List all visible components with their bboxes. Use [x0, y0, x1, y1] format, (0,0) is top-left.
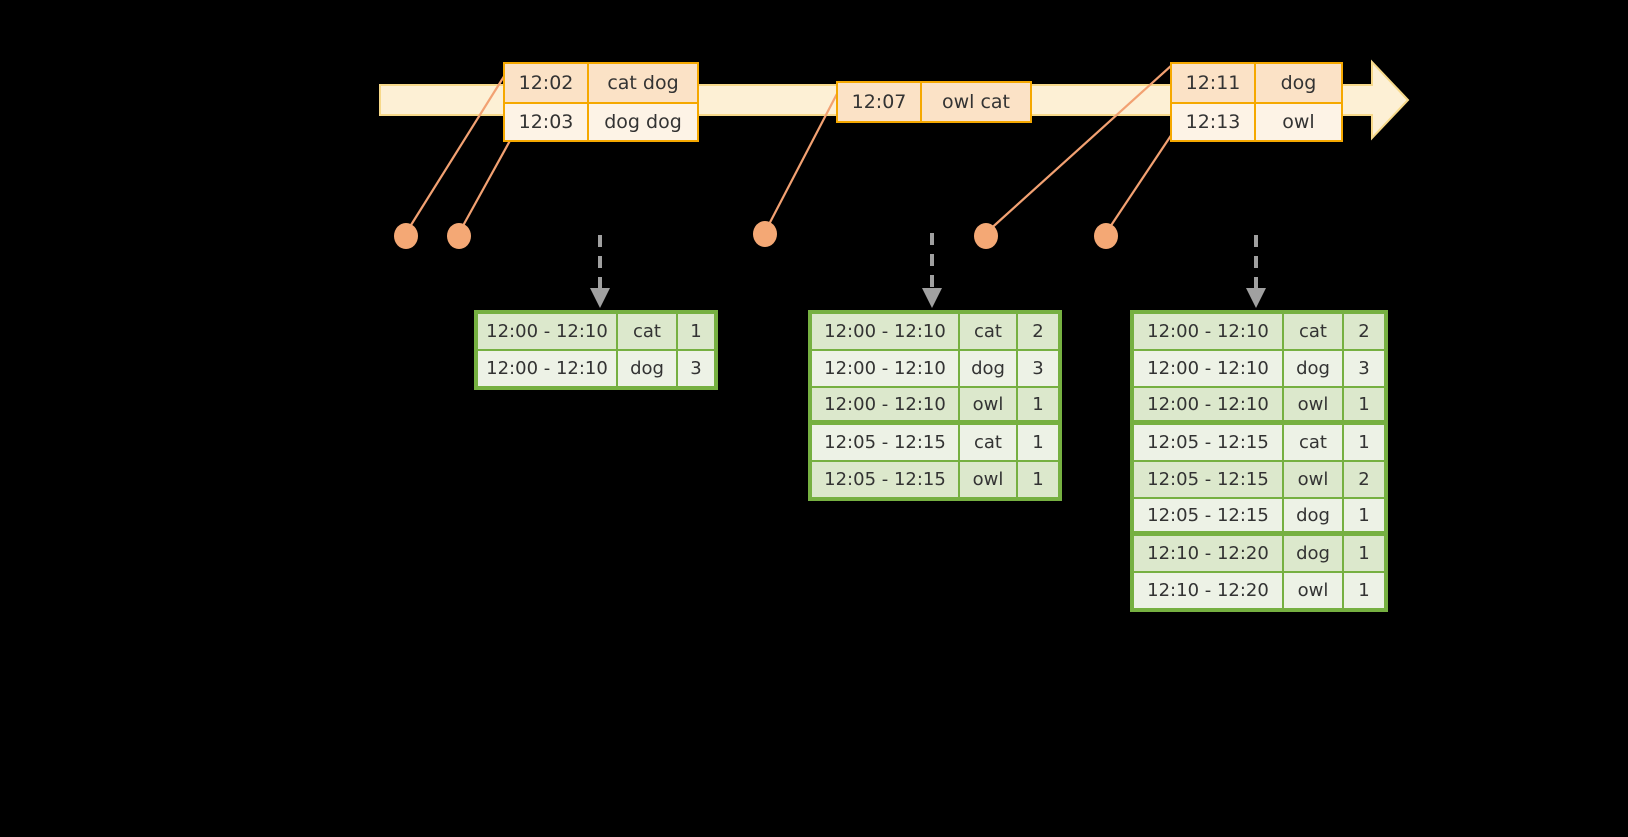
window-cell: 12:00 - 12:10	[1134, 388, 1282, 420]
event-group-1[interactable]: 12:02 cat dog 12:03 dog dog	[503, 62, 699, 142]
word-cell: dog	[1284, 499, 1342, 531]
window-cell: 12:10 - 12:20	[1134, 573, 1282, 608]
count-cell: 1	[678, 314, 714, 349]
word-cell: owl	[1284, 388, 1342, 420]
count-cell: 1	[1018, 425, 1058, 460]
event-words: owl cat	[941, 91, 1011, 113]
event-words: owl	[1282, 111, 1315, 133]
dot-1	[394, 223, 418, 249]
word-cell: dog	[1284, 351, 1342, 386]
event-row[interactable]: 12:03 dog dog	[505, 102, 697, 140]
word-cell: dog	[1284, 536, 1342, 571]
word-cell: owl	[1284, 462, 1342, 497]
count-cell: 1	[1018, 462, 1058, 497]
event-time: 12:13	[1172, 104, 1256, 140]
word-cell: dog	[618, 351, 676, 386]
event-group-2[interactable]: 12:07 owl cat	[836, 81, 1032, 123]
window-cell: 12:05 - 12:15	[812, 425, 958, 460]
window-cell: 12:10 - 12:20	[1134, 536, 1282, 571]
window-cell: 12:05 - 12:15	[1134, 462, 1282, 497]
dot-4	[974, 223, 998, 249]
result-arrow-2	[922, 233, 942, 308]
window-cell: 12:00 - 12:10	[1134, 351, 1282, 386]
word-cell: owl	[1284, 573, 1342, 608]
dot-3	[753, 221, 777, 247]
word-cell: cat	[960, 425, 1016, 460]
count-cell: 1	[1344, 425, 1384, 460]
event-time: 12:03	[505, 104, 589, 140]
event-row[interactable]: 12:13 owl	[1172, 102, 1341, 140]
event-words: dog	[1280, 72, 1317, 94]
window-cell: 12:05 - 12:15	[1134, 425, 1282, 460]
count-cell: 3	[1344, 351, 1384, 386]
word-cell: cat	[1284, 314, 1342, 349]
event-row[interactable]: 12:07 owl cat	[838, 83, 1030, 121]
result-arrows	[590, 233, 1266, 308]
word-cell: dog	[960, 351, 1016, 386]
event-time: 12:07	[838, 83, 922, 121]
result-arrow-3	[1246, 235, 1266, 308]
window-cell: 12:00 - 12:10	[1134, 314, 1282, 349]
window-cell: 12:00 - 12:10	[478, 351, 616, 386]
window-cell: 12:05 - 12:15	[812, 462, 958, 497]
count-cell: 1	[1344, 388, 1384, 420]
connector-line-3	[764, 87, 841, 233]
event-words: dog dog	[604, 111, 682, 133]
word-cell: cat	[1284, 425, 1342, 460]
word-cell: cat	[618, 314, 676, 349]
count-cell: 3	[1018, 351, 1058, 386]
connector-line-5	[1105, 133, 1173, 234]
connector-line-1	[405, 69, 509, 234]
count-cell: 2	[1018, 314, 1058, 349]
count-cell: 2	[1344, 462, 1384, 497]
count-cell: 1	[1344, 573, 1384, 608]
word-cell: cat	[960, 314, 1016, 349]
count-cell: 1	[1344, 499, 1384, 531]
window-cell: 12:00 - 12:10	[478, 314, 616, 349]
count-cell: 1	[1018, 388, 1058, 420]
count-cell: 1	[1344, 536, 1384, 571]
window-cell: 12:00 - 12:10	[812, 314, 958, 349]
count-cell: 2	[1344, 314, 1384, 349]
connector-line-2	[458, 136, 513, 234]
event-group-3[interactable]: 12:11 dog 12:13 owl	[1170, 62, 1343, 142]
window-cell: 12:05 - 12:15	[1134, 499, 1282, 531]
event-row[interactable]: 12:02 cat dog	[505, 64, 697, 102]
event-time: 12:02	[505, 64, 589, 102]
event-time: 12:11	[1172, 64, 1256, 102]
window-cell: 12:00 - 12:10	[812, 388, 958, 420]
dot-2	[447, 223, 471, 249]
result-arrow-1	[590, 235, 610, 308]
event-dots	[394, 221, 1118, 249]
word-cell: owl	[960, 388, 1016, 420]
dot-5	[1094, 223, 1118, 249]
event-words: cat dog	[607, 72, 679, 94]
window-cell: 12:00 - 12:10	[812, 351, 958, 386]
event-row[interactable]: 12:11 dog	[1172, 64, 1341, 102]
count-cell: 3	[678, 351, 714, 386]
word-cell: owl	[960, 462, 1016, 497]
